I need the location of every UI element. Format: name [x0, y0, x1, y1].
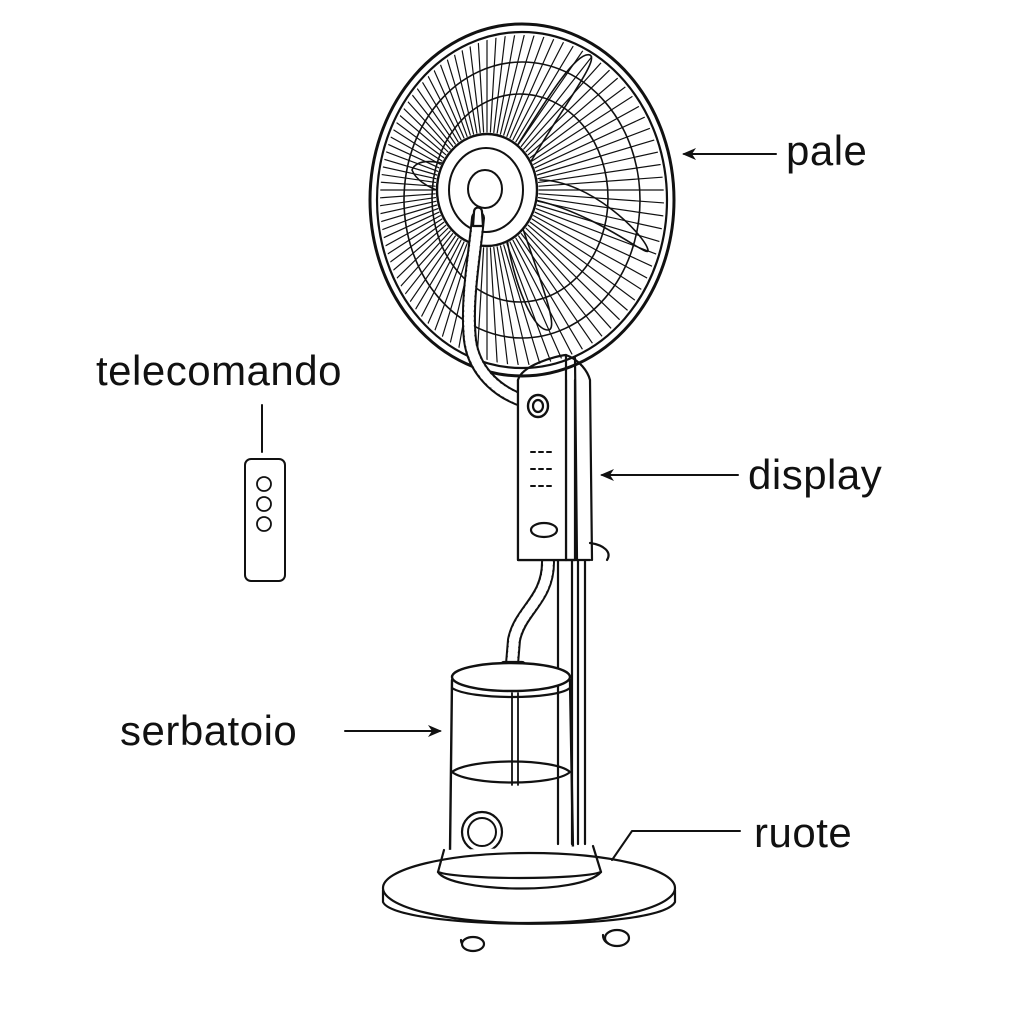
- fan-body: [516, 353, 610, 846]
- label-telecomando: telecomando: [96, 347, 342, 394]
- label-display: display: [748, 451, 883, 498]
- label-pale: pale: [786, 127, 868, 174]
- label-ruote: ruote: [754, 809, 853, 856]
- fan-base: [381, 844, 677, 953]
- leader-lines: [344, 148, 777, 861]
- fan-head: [368, 22, 676, 378]
- mist-hose: [461, 206, 555, 674]
- display-icon: [530, 451, 552, 487]
- remote-control-icon: [244, 404, 286, 582]
- water-tank: [448, 661, 575, 864]
- label-serbatoio: serbatoio: [120, 707, 298, 754]
- wheel-icons: [459, 928, 631, 953]
